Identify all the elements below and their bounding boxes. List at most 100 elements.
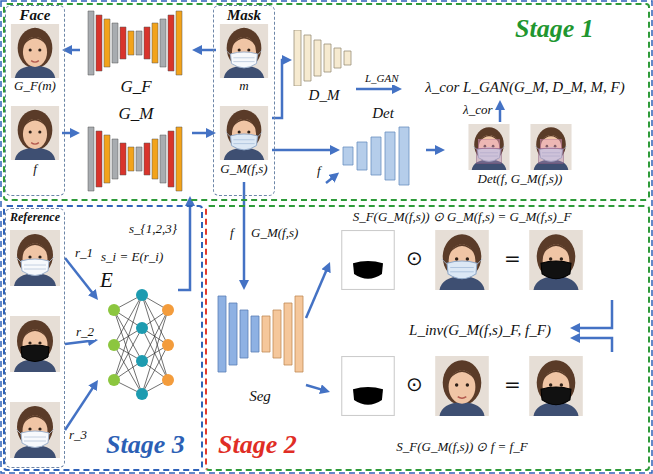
mask-overlay <box>541 387 571 405</box>
discriminator-block: D_M <box>292 28 356 106</box>
composite-row: S_F(G_M(f,s)) ⊙ G_M(f,s) = G_M(f,s)_F <box>330 208 645 300</box>
image-box: m <box>216 24 272 96</box>
output-neuron <box>162 304 174 316</box>
stage-region: Stage 3 ReferenceE <box>3 205 203 471</box>
edge-label: r_1 <box>74 246 94 261</box>
mask-overlay <box>226 132 263 150</box>
panel-heading: Face <box>20 7 51 24</box>
edge-label: L_GAN <box>364 72 400 85</box>
stage-title: Stage 3 <box>106 430 185 460</box>
operator-symbol: ⊙ <box>405 247 424 270</box>
output-neuron <box>162 339 174 351</box>
flow-arrow <box>65 258 95 296</box>
image-box: G_F(m) <box>8 24 62 96</box>
edge-label: λ_cor <box>462 103 493 118</box>
flow-arrow <box>243 182 246 285</box>
flow-arrow <box>426 149 440 152</box>
face-photo <box>11 106 59 160</box>
variable-label: f <box>229 226 235 241</box>
formula-text: S_F(G_M(f,s)) ⊙ G_M(f,s) = G_M(f,s)_F <box>353 210 572 225</box>
input-neuron <box>108 304 120 316</box>
image-panel: FaceG_F(m)f <box>5 5 65 196</box>
stage-region: Stage 1FaceG_F(m)fG_FG_MMaskmG_M(f,s)D_M… <box>3 3 650 201</box>
hidden-neuron <box>136 289 148 301</box>
output-neuron <box>162 374 174 386</box>
image-caption: f <box>33 162 37 177</box>
network-label: E <box>100 268 113 292</box>
face-photo <box>11 24 59 78</box>
mask-overlay <box>226 50 263 68</box>
mask-overlay <box>16 429 54 448</box>
operator-symbol: ⊙ <box>405 373 424 396</box>
edge-label: G_M(f,s) <box>250 226 299 241</box>
mask-overlay <box>16 257 54 276</box>
generator-block: G_M <box>80 104 192 196</box>
mask-overlay <box>541 261 571 279</box>
face-photo <box>10 230 60 286</box>
face-photo <box>530 124 571 170</box>
mask-silhouette-image <box>342 357 395 416</box>
operator-symbol: = <box>503 247 522 270</box>
operator-symbol: = <box>503 373 522 396</box>
formula-text: L_inv(G_M(f,s)_F, f_F) <box>409 322 551 339</box>
generator-block: G_F <box>80 8 192 98</box>
edge-label: r_3 <box>68 428 88 443</box>
equation-label: s_i = E(r_i) <box>100 250 164 265</box>
stage-region: Stage 2 Seg S_F(G_M(f,s)) ⊙ G_M(f,s) = G_M… <box>205 205 650 471</box>
image-panel: MaskmG_M(f,s) <box>213 5 275 196</box>
loss-formula: λ_cor L_GAN(G_M, D_M, M, F) <box>402 78 648 100</box>
hidden-neuron <box>136 388 148 400</box>
image-pair: Det(f, G_M(f,s)) <box>445 122 595 192</box>
image-box: f <box>8 106 62 182</box>
image-caption: Det(f, G_M(f,s)) <box>478 172 563 187</box>
image-caption: m <box>239 79 248 94</box>
flow-arrow <box>306 385 325 391</box>
face-photo <box>220 24 268 78</box>
segmentation-block: Seg <box>214 290 306 412</box>
face-photo <box>468 124 509 170</box>
flow-arrow <box>178 201 190 290</box>
mask-overlay <box>21 345 49 362</box>
loss-formula: L_inv(G_M(f,s)_F, f_F) <box>390 320 570 344</box>
face-photo <box>529 230 583 290</box>
input-neuron <box>108 339 120 351</box>
face-photo <box>10 316 60 372</box>
detector-network <box>343 127 409 185</box>
input-arrow <box>326 175 336 183</box>
generator-network <box>88 11 182 75</box>
network-label: Det <box>372 105 394 122</box>
variable-label: f <box>316 164 322 179</box>
formula-text: λ_cor L_GAN(G_M, D_M, M, F) <box>425 79 624 96</box>
network-label: G_M <box>119 104 154 124</box>
flow-arrow <box>272 149 335 152</box>
stage-title: Stage 2 <box>218 430 297 460</box>
edge-label: r_2 <box>75 325 95 340</box>
flow-arrow <box>575 300 612 328</box>
flow-arrow <box>65 341 93 344</box>
composite-row: S_F(G_M(f,s)) ⊙ f = f_F <box>330 352 645 466</box>
input-neuron <box>108 374 120 386</box>
detector-block: Det <box>340 104 426 190</box>
image-caption: G_F(m) <box>14 79 56 94</box>
face-photo <box>435 230 489 290</box>
flow-arrow <box>306 267 328 318</box>
discriminator-network <box>294 30 351 86</box>
network-label: G_F <box>120 77 151 97</box>
flow-arrow <box>499 105 502 122</box>
face-photo <box>10 402 60 458</box>
face-photo <box>435 356 489 416</box>
face-photo <box>529 356 583 416</box>
flow-arrow <box>65 384 95 430</box>
connector-group <box>62 50 612 430</box>
stage-title: Stage 1 <box>515 14 594 44</box>
edge-label: s_{1,2,3} <box>128 222 178 237</box>
detection-overlay <box>539 140 564 164</box>
generator-network <box>88 127 182 191</box>
image-box: G_M(f,s) <box>216 106 272 182</box>
encoder-block: E <box>98 268 178 412</box>
panel-heading: Reference <box>10 211 60 225</box>
network-label: Seg <box>249 388 271 405</box>
